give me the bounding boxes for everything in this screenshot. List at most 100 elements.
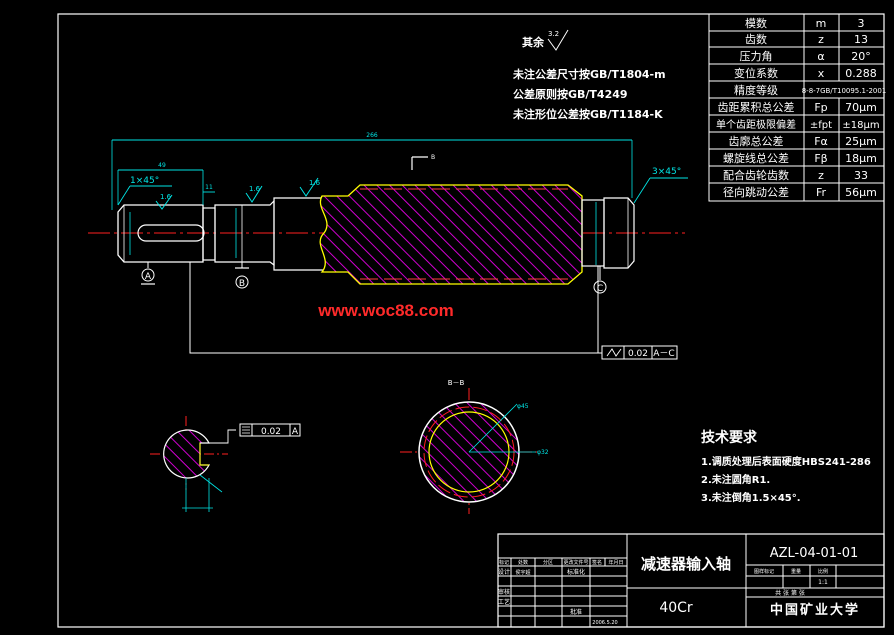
gear-row-symbol: z [818,33,824,46]
datum-b-label: B [239,279,245,289]
tb-label: 工艺 [498,598,510,606]
gear-row-value: 18μm [845,152,877,165]
runout-symbol-icon [606,348,622,357]
general-notes: 其余 3.2 未注公差尺寸按GB/T1804-m 公差原则按GB/T4249 未… [512,29,666,121]
gear-row-name: 齿廓总公差 [729,134,784,148]
technical-requirements: 技术要求 1.调质处理后表面硬度HBS241-286 2.未注圆角R1. 3.未… [701,429,871,504]
roughness-symbol-icon [245,185,263,203]
gear-row-symbol: Fr [816,186,827,199]
tb-label: 签名 [592,559,602,566]
datum-c-marker [593,280,607,294]
datum-a-label: A [145,272,152,282]
runout-tolerance-value: 0.02 [628,349,648,359]
runout-datum-ref: A－C [653,349,674,359]
tb-designer: 侯宇超 [515,569,530,576]
gear-row-name: 变位系数 [734,66,778,80]
dim-right-chamfer: 3×45° [652,167,681,177]
gear-row-value: 56μm [845,186,877,199]
tech-item: 2.未注圆角R1. [701,473,770,486]
gear-parameter-table: 模数 m 3 齿数 z 13 压力角 α 20° 变位系数 x 0.288 精度… [708,13,887,202]
roughness-symbol-icon [155,194,173,210]
gear-row-name: 配合齿轮齿数 [723,168,789,182]
roughness-symbol-icon [547,29,569,51]
material: 40Cr [659,600,693,616]
gear-row-symbol: Fβ [814,152,827,165]
tb-weight-label: 重量 [791,568,801,575]
gear-row-value: 8-8-7GB/T10095.1-2001 [802,87,887,95]
gear-row-value: 20° [851,50,871,63]
tb-date: 2006.5.20 [592,620,617,626]
symmetry-datum-ref: A [292,427,299,437]
gear-row-name: 模数 [745,17,767,30]
gear-row-name: 齿距累积总公差 [718,100,795,114]
tech-item: 3.未注倒角1.5×45°. [701,491,801,504]
section-cut-label: B [431,154,435,161]
dim-neck-length: 11 [205,184,213,191]
symmetry-tolerance-frame [239,423,301,437]
tb-label: 批准 [570,608,582,616]
gear-row-value: 25μm [845,135,877,148]
symmetry-tolerance-value: 0.02 [261,427,281,437]
tb-label: 标准化 [567,568,585,576]
note-line: 未注公差尺寸按GB/T1804-m [512,67,666,81]
outer-diameter-label: φ45 [517,403,529,410]
datum-b-marker [235,275,249,289]
inner-diameter-label: φ32 [537,449,549,456]
symmetry-symbol-icon [242,426,250,434]
section-title: B－B [448,379,465,387]
gear-row-value: 3 [858,17,865,30]
tech-title: 技术要求 [701,429,758,446]
tb-label: 年月日 [608,559,623,566]
shaft-main-view: 266 49 11 1×45° 3×45° 1.6 1.6 1.6 B A [88,132,688,360]
dim-left-length: 49 [158,162,166,169]
note-line: 公差原则按GB/T4249 [513,87,628,101]
tb-label: 处数 [518,559,528,566]
tb-label: 分区 [543,559,553,566]
tb-scale-label: 比例 [818,568,828,575]
tb-sheet: 共 张 第 张 [775,589,805,597]
gear-row-symbol: Fp [814,101,827,114]
gear-row-value: 70μm [845,101,877,114]
gear-row-name: 径向跳动公差 [723,185,789,199]
roughness-symbol-icon [299,177,319,197]
drawing-code: AZL-04-01-01 [770,546,859,561]
runout-tolerance-frame [601,345,678,360]
gear-row-name: 精度等级 [734,83,778,97]
note-line: 未注形位公差按GB/T1184-K [512,107,663,121]
gear-row-symbol: z [818,169,824,182]
gear-row-symbol: Fα [814,135,828,148]
gear-row-name: 单个齿距极限偏差 [716,118,796,131]
roughness-rest-value: 3.2 [548,30,559,38]
tb-label: 设计 [498,568,510,576]
title-block: 标记 处数 分区 更改文件号 签名 年月日 设计 侯宇超 标准化 审核 工艺 批… [497,533,885,628]
roughness-value: 1.6 [249,185,261,193]
drawing-title: 减速器输入轴 [641,555,731,573]
roughness-value: 1.6 [160,193,172,201]
gear-row-symbol: x [818,67,825,80]
tech-item: 1.调质处理后表面硬度HBS241-286 [701,455,871,468]
gear-row-symbol: ±fpt [810,120,832,131]
tb-label: 更改文件号 [563,559,588,566]
gear-row-symbol: α [817,50,824,63]
gear-hatched-section [319,184,583,285]
datum-a-marker [141,268,155,282]
gear-row-name: 齿数 [745,33,767,46]
drawing-frame [57,13,885,628]
keyway-slot [137,224,205,242]
gear-row-symbol: m [816,17,827,30]
gear-row-value: 0.288 [845,67,877,80]
roughness-rest-label: 其余 [522,35,545,49]
tb-label: 审核 [498,588,510,596]
school-name: 中国矿业大学 [770,602,860,618]
dim-left-chamfer: 1×45° [130,176,159,186]
keyway-section-view: 0.02 A [150,416,301,512]
gear-row-name: 压力角 [740,50,773,63]
gear-row-value: 33 [854,169,868,182]
dim-total-length: 266 [366,132,378,139]
datum-c-label: C [597,284,603,294]
gear-row-value: 13 [854,33,868,46]
gear-section-view: B－B φ45 φ32 [400,379,549,514]
tb-scale: 1:1 [818,579,828,586]
gear-row-value: ±18μm [842,120,879,131]
